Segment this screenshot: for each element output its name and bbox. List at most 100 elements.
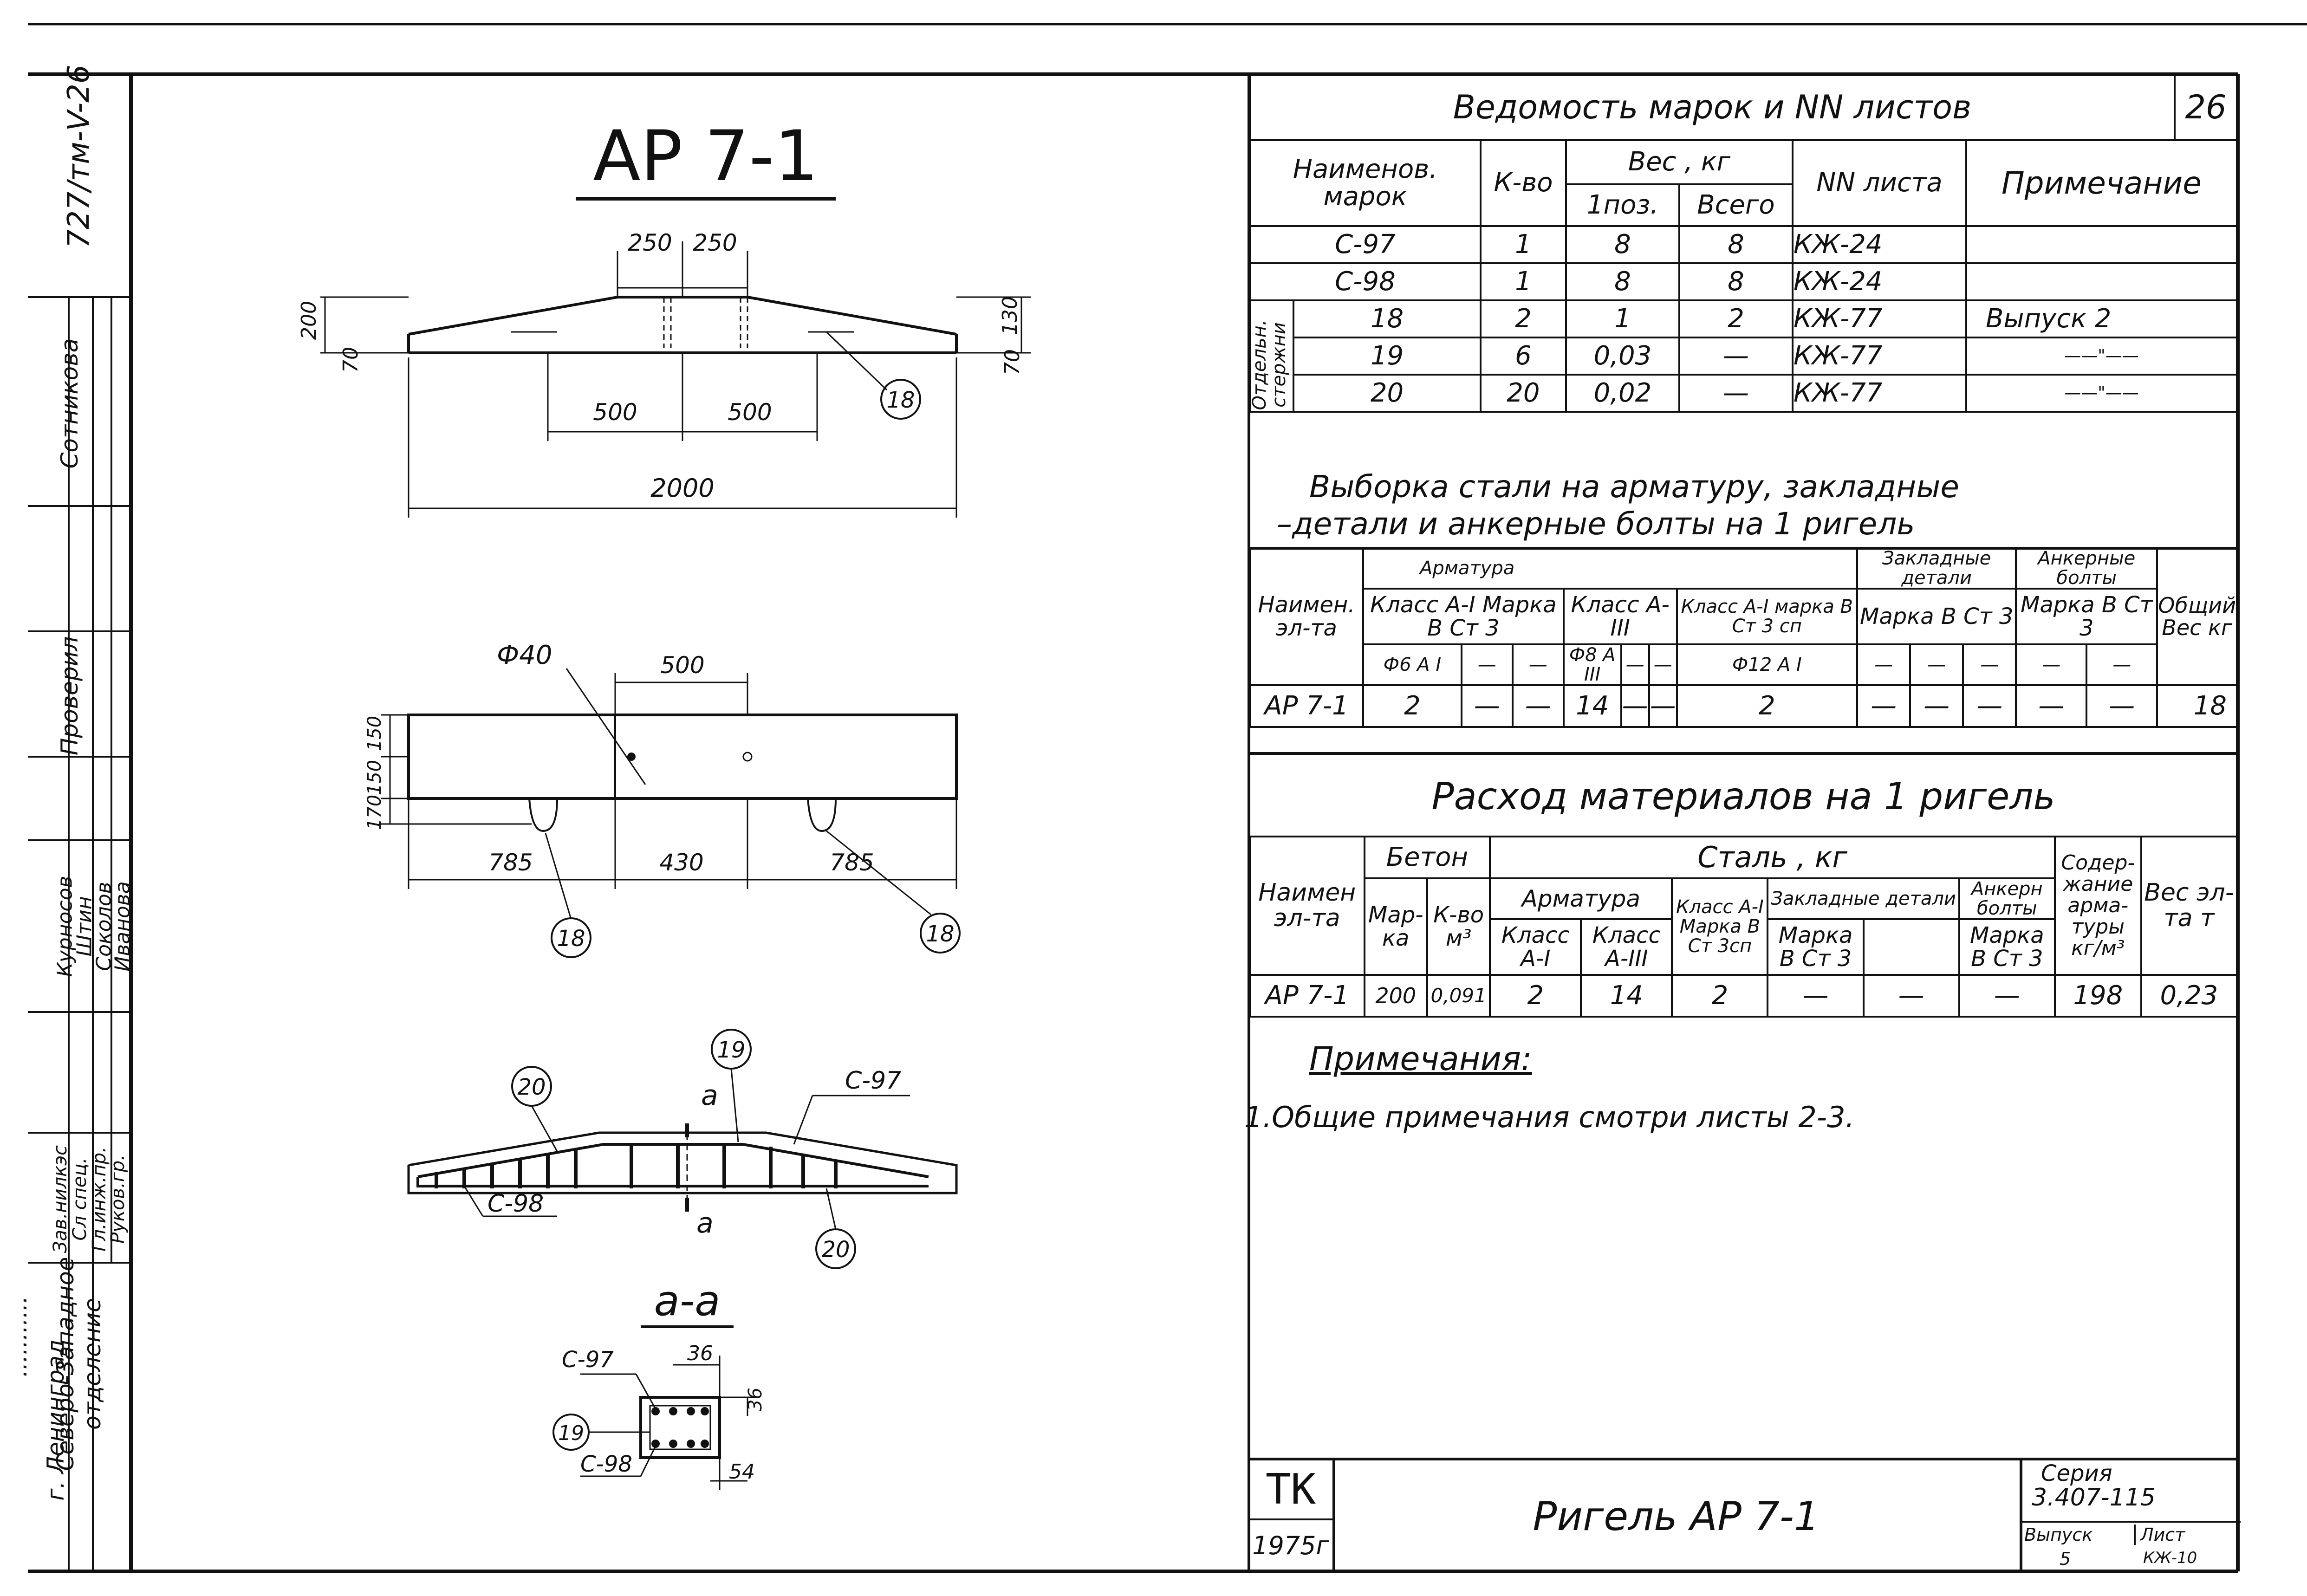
marks-group-label: Отдельн. стержни xyxy=(1249,299,1294,413)
plan-v2: 150 xyxy=(364,760,385,795)
marks-row-name: С-97 xyxy=(1249,225,1482,264)
mat-cell: 2 xyxy=(1489,974,1582,1018)
steel-title-1: Выборка стали на арматуру, закладные xyxy=(1309,469,1959,505)
steel-cell: — xyxy=(2015,684,2088,728)
stamp-issue: 5 xyxy=(2060,1549,2071,1569)
plan-mark-right: 18 xyxy=(926,921,954,947)
name-ivanova: Иванова xyxy=(110,881,135,972)
mat-h-content: Содер-жание арма-туры кг/м³ xyxy=(2054,836,2142,976)
marks-table: Ведомость марок и NN листов 26 Наименов.… xyxy=(1249,74,2238,413)
marks-row-note: ——"—— xyxy=(1965,337,2238,376)
doc-code: 727/тм-V-26 xyxy=(62,65,96,248)
mat-h-a3: Класс А-III xyxy=(1580,918,1673,976)
section-d1: 36 xyxy=(687,1342,713,1365)
marks-group-label-text: Отдельн. стержни xyxy=(1249,319,1290,410)
mat-cell: — xyxy=(1862,974,1960,1018)
elev-dim-rh2: 70 xyxy=(1001,349,1024,375)
marks-row-count: 1 xyxy=(1479,225,1567,264)
title-block: ТК 1975г Ригель АР 7-1 Серия 3.407-115 В… xyxy=(1249,1458,2241,1574)
marks-row-per: 1 xyxy=(1565,299,1680,338)
steel-sub: — xyxy=(1460,643,1514,686)
marks-row-total: 2 xyxy=(1678,299,1794,338)
steel-sub: — xyxy=(1620,643,1650,686)
section-view: С-97 С-98 19 36 36 54 xyxy=(552,1342,766,1490)
steel-sub: — xyxy=(1648,643,1678,686)
marks-row-sheet: КЖ-24 xyxy=(1791,262,1967,301)
mat-h-a1: Класс А-I xyxy=(1489,918,1582,976)
marks-row-total: — xyxy=(1678,374,1794,413)
mat-h-emb: Закладные детали xyxy=(1767,877,1960,920)
steel-h-emb-mark: Марка В Ст 3 xyxy=(1856,588,2017,645)
steel-cell: — xyxy=(1648,684,1678,728)
marks-row-count: 1 xyxy=(1479,262,1567,301)
stamp-title: Ригель АР 7-1 xyxy=(1533,1493,1820,1540)
mat-cell: 2 xyxy=(1671,974,1769,1018)
steel-cell: 14 xyxy=(1562,684,1622,728)
elev-dim-overall: 2000 xyxy=(650,474,714,503)
section-title: а-а xyxy=(641,1277,734,1328)
role-lead: Руков.гр. xyxy=(107,1155,129,1244)
role-sotnikova: Сотникова xyxy=(56,338,83,469)
steel-h-name: Наимен. эл-та xyxy=(1249,547,1364,686)
section-c98: С-98 xyxy=(580,1451,632,1477)
mat-cell: 0,23 xyxy=(2140,974,2238,1018)
steel-sub: Ф6 А I xyxy=(1362,643,1462,686)
section-mark-top: а xyxy=(701,1079,718,1112)
mat-cell: 0,091 xyxy=(1426,974,1491,1018)
steel-sub: — xyxy=(2086,643,2158,686)
marks-row-name: 18 xyxy=(1293,299,1482,338)
elev-dim-rh1: 130 xyxy=(998,296,1022,335)
steel-cell: — xyxy=(1511,684,1565,728)
steel-table: Наимен. эл-та Арматура Закладные детали … xyxy=(1249,547,2238,728)
elev-dim-mid-right: 500 xyxy=(728,399,772,426)
rebar-mark-19: 19 xyxy=(717,1037,745,1063)
stamp-org-box: ТК 1975г xyxy=(1249,1460,1335,1573)
marks-row-note xyxy=(1965,225,2238,264)
plan-v1: 150 xyxy=(364,716,385,751)
marks-row-sheet: КЖ-77 xyxy=(1791,337,1967,376)
steel-cell: АР 7-1 xyxy=(1249,684,1364,728)
marks-row-sheet: КЖ-77 xyxy=(1791,299,1967,338)
stamp-issue-label: Выпуск xyxy=(2024,1525,2093,1545)
elev-mark-18: 18 xyxy=(886,387,915,413)
marks-row-total: — xyxy=(1678,337,1794,376)
steel-h-total: Общий Вес кг xyxy=(2156,547,2238,686)
marks-row-total: 8 xyxy=(1678,262,1794,301)
steel-h-a1: Класс А-I Марка В Ст 3 xyxy=(1362,588,1565,645)
materials-table: Наимен эл-та Бетон Сталь , кг Содер-жани… xyxy=(1249,836,2238,1018)
stamp-series: 3.407-115 xyxy=(2032,1484,2156,1512)
plan-v3: 170 xyxy=(364,795,385,830)
steel-cell: — xyxy=(1962,684,2017,728)
org-city: г. Ленинград xyxy=(42,1339,69,1501)
mat-h-weight: Вес эл-та т xyxy=(2140,836,2238,976)
marks-row-per: 0,02 xyxy=(1565,374,1680,413)
mat-h-emb-mark: Марка В Ст 3 xyxy=(1767,918,1865,976)
mat-h-bolts-mark: Марка В Ст 3 xyxy=(1958,918,2056,976)
mat-h-bolts: Анкерн болты xyxy=(1958,877,2056,920)
steel-h-bolts: Анкерные болты xyxy=(2015,547,2158,590)
elev-dim-h1: 200 xyxy=(297,301,321,340)
steel-cell: — xyxy=(2086,684,2158,728)
plan-hole-span: 500 xyxy=(660,652,704,679)
rebar-view: 20 19 20 а а С-97 С-98 xyxy=(407,1029,958,1269)
mat-h-mark: Мар-ка xyxy=(1363,877,1428,976)
role-checked: Проверил xyxy=(56,636,83,756)
rebar-c98: С-98 xyxy=(487,1190,544,1218)
steel-table-box: Выборка стали на арматуру, закладные –де… xyxy=(1249,464,2238,550)
stamp-series-label: Серия xyxy=(2041,1460,2112,1486)
mat-h-name: Наимен эл-та xyxy=(1249,836,1365,976)
marks-row-note xyxy=(1965,262,2238,301)
marks-row-name: 20 xyxy=(1293,374,1482,413)
mat-cell: — xyxy=(1958,974,2056,1018)
steel-cell: 2 xyxy=(1362,684,1462,728)
steel-cell: — xyxy=(1620,684,1650,728)
org-ellipsis: ........... xyxy=(5,1296,32,1377)
marks-row-note: Выпуск 2 xyxy=(1965,299,2238,338)
marks-row-name: С-98 xyxy=(1249,262,1482,301)
stamp-right: Серия 3.407-115 Выпуск Лист 5 КЖ-10 xyxy=(2020,1460,2241,1573)
steel-sub: — xyxy=(1511,643,1565,686)
mat-cell: АР 7-1 xyxy=(1249,974,1365,1018)
marks-row-per: 8 xyxy=(1565,225,1680,264)
elev-dim-mid-left: 500 xyxy=(593,399,637,426)
